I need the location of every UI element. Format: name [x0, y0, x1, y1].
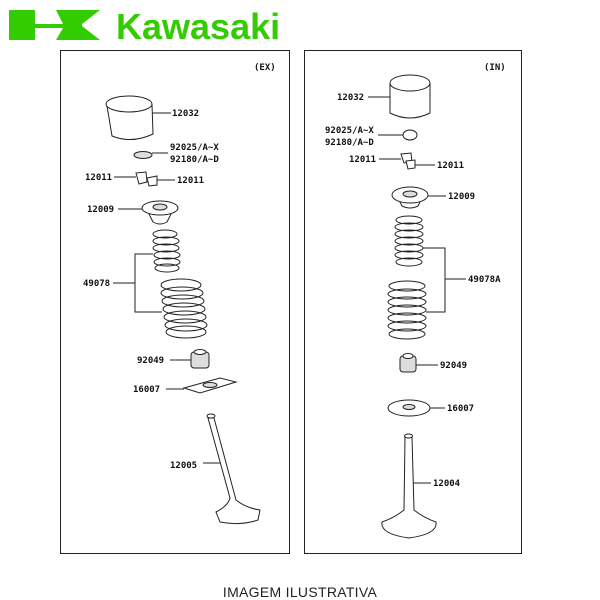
in-spring-retainer[interactable] — [391, 186, 429, 209]
in-seat-label[interactable]: 16007 — [447, 404, 474, 414]
in-valve-label[interactable]: 12004 — [433, 479, 461, 489]
in-shim[interactable] — [402, 129, 418, 141]
in-cotters[interactable] — [400, 152, 416, 170]
intake-panel-title: (IN) — [484, 63, 506, 73]
ex-retainer-label[interactable]: 12009 — [87, 205, 114, 215]
ex-valve-label[interactable]: 12005 — [170, 461, 197, 471]
ex-valve-lifter[interactable] — [105, 95, 154, 140]
in-valve-stem-seal[interactable] — [399, 353, 417, 373]
in-valve-springs[interactable] — [387, 215, 427, 340]
in-valve[interactable] — [381, 433, 437, 539]
in-cotter-right-label[interactable]: 12011 — [437, 161, 464, 171]
in-retainer-label[interactable]: 12009 — [448, 192, 475, 202]
kawasaki-wordmark: Kawasaki — [116, 6, 280, 46]
intake-panel-frame — [304, 50, 522, 554]
ex-seal-label[interactable]: 92049 — [137, 356, 164, 366]
ex-cotters[interactable] — [135, 171, 158, 187]
ex-spring-retainer[interactable] — [141, 200, 179, 225]
in-shim-label-a[interactable]: 92025/A~X — [325, 126, 374, 136]
ex-cotter-right-label[interactable]: 12011 — [177, 176, 204, 186]
exhaust-panel: (EX) 12032 92025/A~X 92180/A~D 12011 120… — [60, 50, 290, 554]
illustrative-image-caption: IMAGEM ILUSTRATIVA — [222, 584, 378, 600]
ex-valve[interactable] — [206, 413, 261, 525]
in-shim-label-b[interactable]: 92180/A~D — [325, 138, 374, 148]
ex-spring-seat[interactable] — [182, 377, 238, 394]
ex-seat-label[interactable]: 16007 — [133, 385, 160, 395]
ex-lifter-label[interactable]: 12032 — [172, 109, 199, 119]
in-spring-seat[interactable] — [387, 399, 431, 417]
kawasaki-logo: Kawasaki — [9, 6, 280, 46]
in-seal-label[interactable]: 92049 — [440, 361, 467, 371]
ex-valve-stem-seal[interactable] — [190, 349, 210, 369]
in-lifter-label[interactable]: 12032 — [337, 93, 364, 103]
ex-valve-springs[interactable] — [152, 229, 208, 339]
in-cotter-left-label[interactable]: 12011 — [349, 155, 376, 165]
ex-shim-label-a[interactable]: 92025/A~X — [170, 143, 219, 153]
ex-cotter-left-label[interactable]: 12011 — [85, 173, 112, 183]
kawasaki-k-emblem — [9, 10, 100, 40]
ex-shim-label-b[interactable]: 92180/A~D — [170, 155, 219, 165]
in-valve-lifter[interactable] — [389, 74, 431, 119]
in-spring-label[interactable]: 49078A — [468, 275, 501, 285]
exhaust-panel-frame — [60, 50, 290, 554]
exhaust-panel-title: (EX) — [254, 63, 276, 73]
ex-shim[interactable] — [133, 151, 153, 159]
intake-panel: (IN) 12032 92025/A~X 92180/A~D 12011 120… — [304, 50, 522, 554]
ex-spring-label[interactable]: 49078 — [83, 279, 110, 289]
